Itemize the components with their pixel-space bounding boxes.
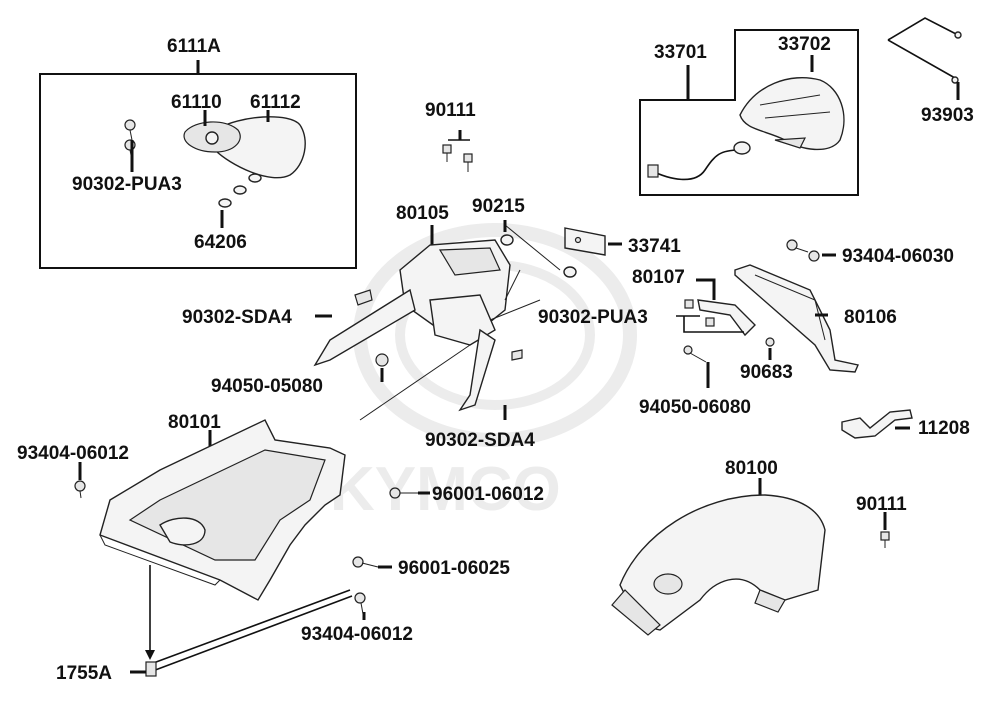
part-labels: 6111A 61110 61112 90302-PUA3 64206 90111… [17, 34, 974, 684]
label-33702: 33702 [778, 34, 831, 55]
label-90111: 90111 [856, 494, 907, 515]
label-90302-PUA3: 90302-PUA3 [72, 174, 182, 195]
label-33701: 33701 [654, 42, 707, 63]
label-90302-PUA3: 90302-PUA3 [538, 307, 648, 328]
label-1755A: 1755A [56, 663, 112, 684]
inset-33701 [639, 29, 859, 196]
part-93404-06012-left [74, 462, 86, 499]
label-90302-SDA4: 90302-SDA4 [182, 307, 292, 328]
part-80105 [313, 224, 561, 421]
label-80105: 80105 [396, 203, 449, 224]
part-1755A [130, 565, 353, 677]
inset-6111A [39, 60, 357, 269]
label-96001-06012: 96001-06012 [432, 484, 544, 505]
part-93404-06012-lower [354, 592, 366, 620]
label-94050-05080: 94050-05080 [211, 376, 323, 397]
label-90302-SDA4: 90302-SDA4 [425, 430, 535, 451]
part-96001-06012 [389, 487, 430, 499]
part-93404-06030 [786, 239, 836, 262]
label-6111A: 6111A [167, 36, 221, 57]
label-90215: 90215 [472, 196, 525, 217]
label-90683: 90683 [740, 362, 793, 383]
part-90111-top [442, 130, 473, 172]
label-61112: 61112 [250, 92, 301, 113]
label-33741: 33741 [628, 236, 681, 257]
label-11208: 11208 [918, 418, 970, 439]
part-33741 [564, 227, 622, 256]
part-90302-PUA3-right [676, 299, 744, 333]
label-80100: 80100 [725, 458, 778, 479]
part-93903 [887, 17, 962, 100]
label-90111: 90111 [425, 100, 476, 121]
part-96001-06025 [352, 556, 392, 569]
label-64206: 64206 [194, 232, 247, 253]
part-90302-SDA4-lower [503, 349, 523, 420]
label-93404-06030: 93404-06030 [842, 246, 954, 267]
part-94050-06080 [683, 345, 710, 388]
label-96001-06025: 96001-06025 [398, 558, 510, 579]
part-90215 [500, 220, 577, 278]
part-90302-SDA4-upper [315, 289, 373, 318]
label-80106: 80106 [844, 307, 897, 328]
label-93404-06012: 93404-06012 [301, 624, 413, 645]
part-11208 [841, 409, 913, 439]
watermark-text: KYMCO [330, 455, 561, 524]
part-80101 [99, 419, 346, 601]
label-80101: 80101 [168, 412, 221, 433]
part-80100 [611, 478, 826, 636]
label-61110: 61110 [171, 92, 222, 113]
label-94050-06080: 94050-06080 [639, 397, 751, 418]
label-93903: 93903 [921, 105, 974, 126]
part-90683 [765, 337, 775, 360]
label-93404-06012: 93404-06012 [17, 443, 129, 464]
part-90111-lower [880, 512, 890, 548]
part-80107 [696, 278, 756, 337]
part-80106 [734, 264, 859, 373]
label-80107: 80107 [632, 267, 685, 288]
part-94050-05080 [375, 353, 389, 382]
